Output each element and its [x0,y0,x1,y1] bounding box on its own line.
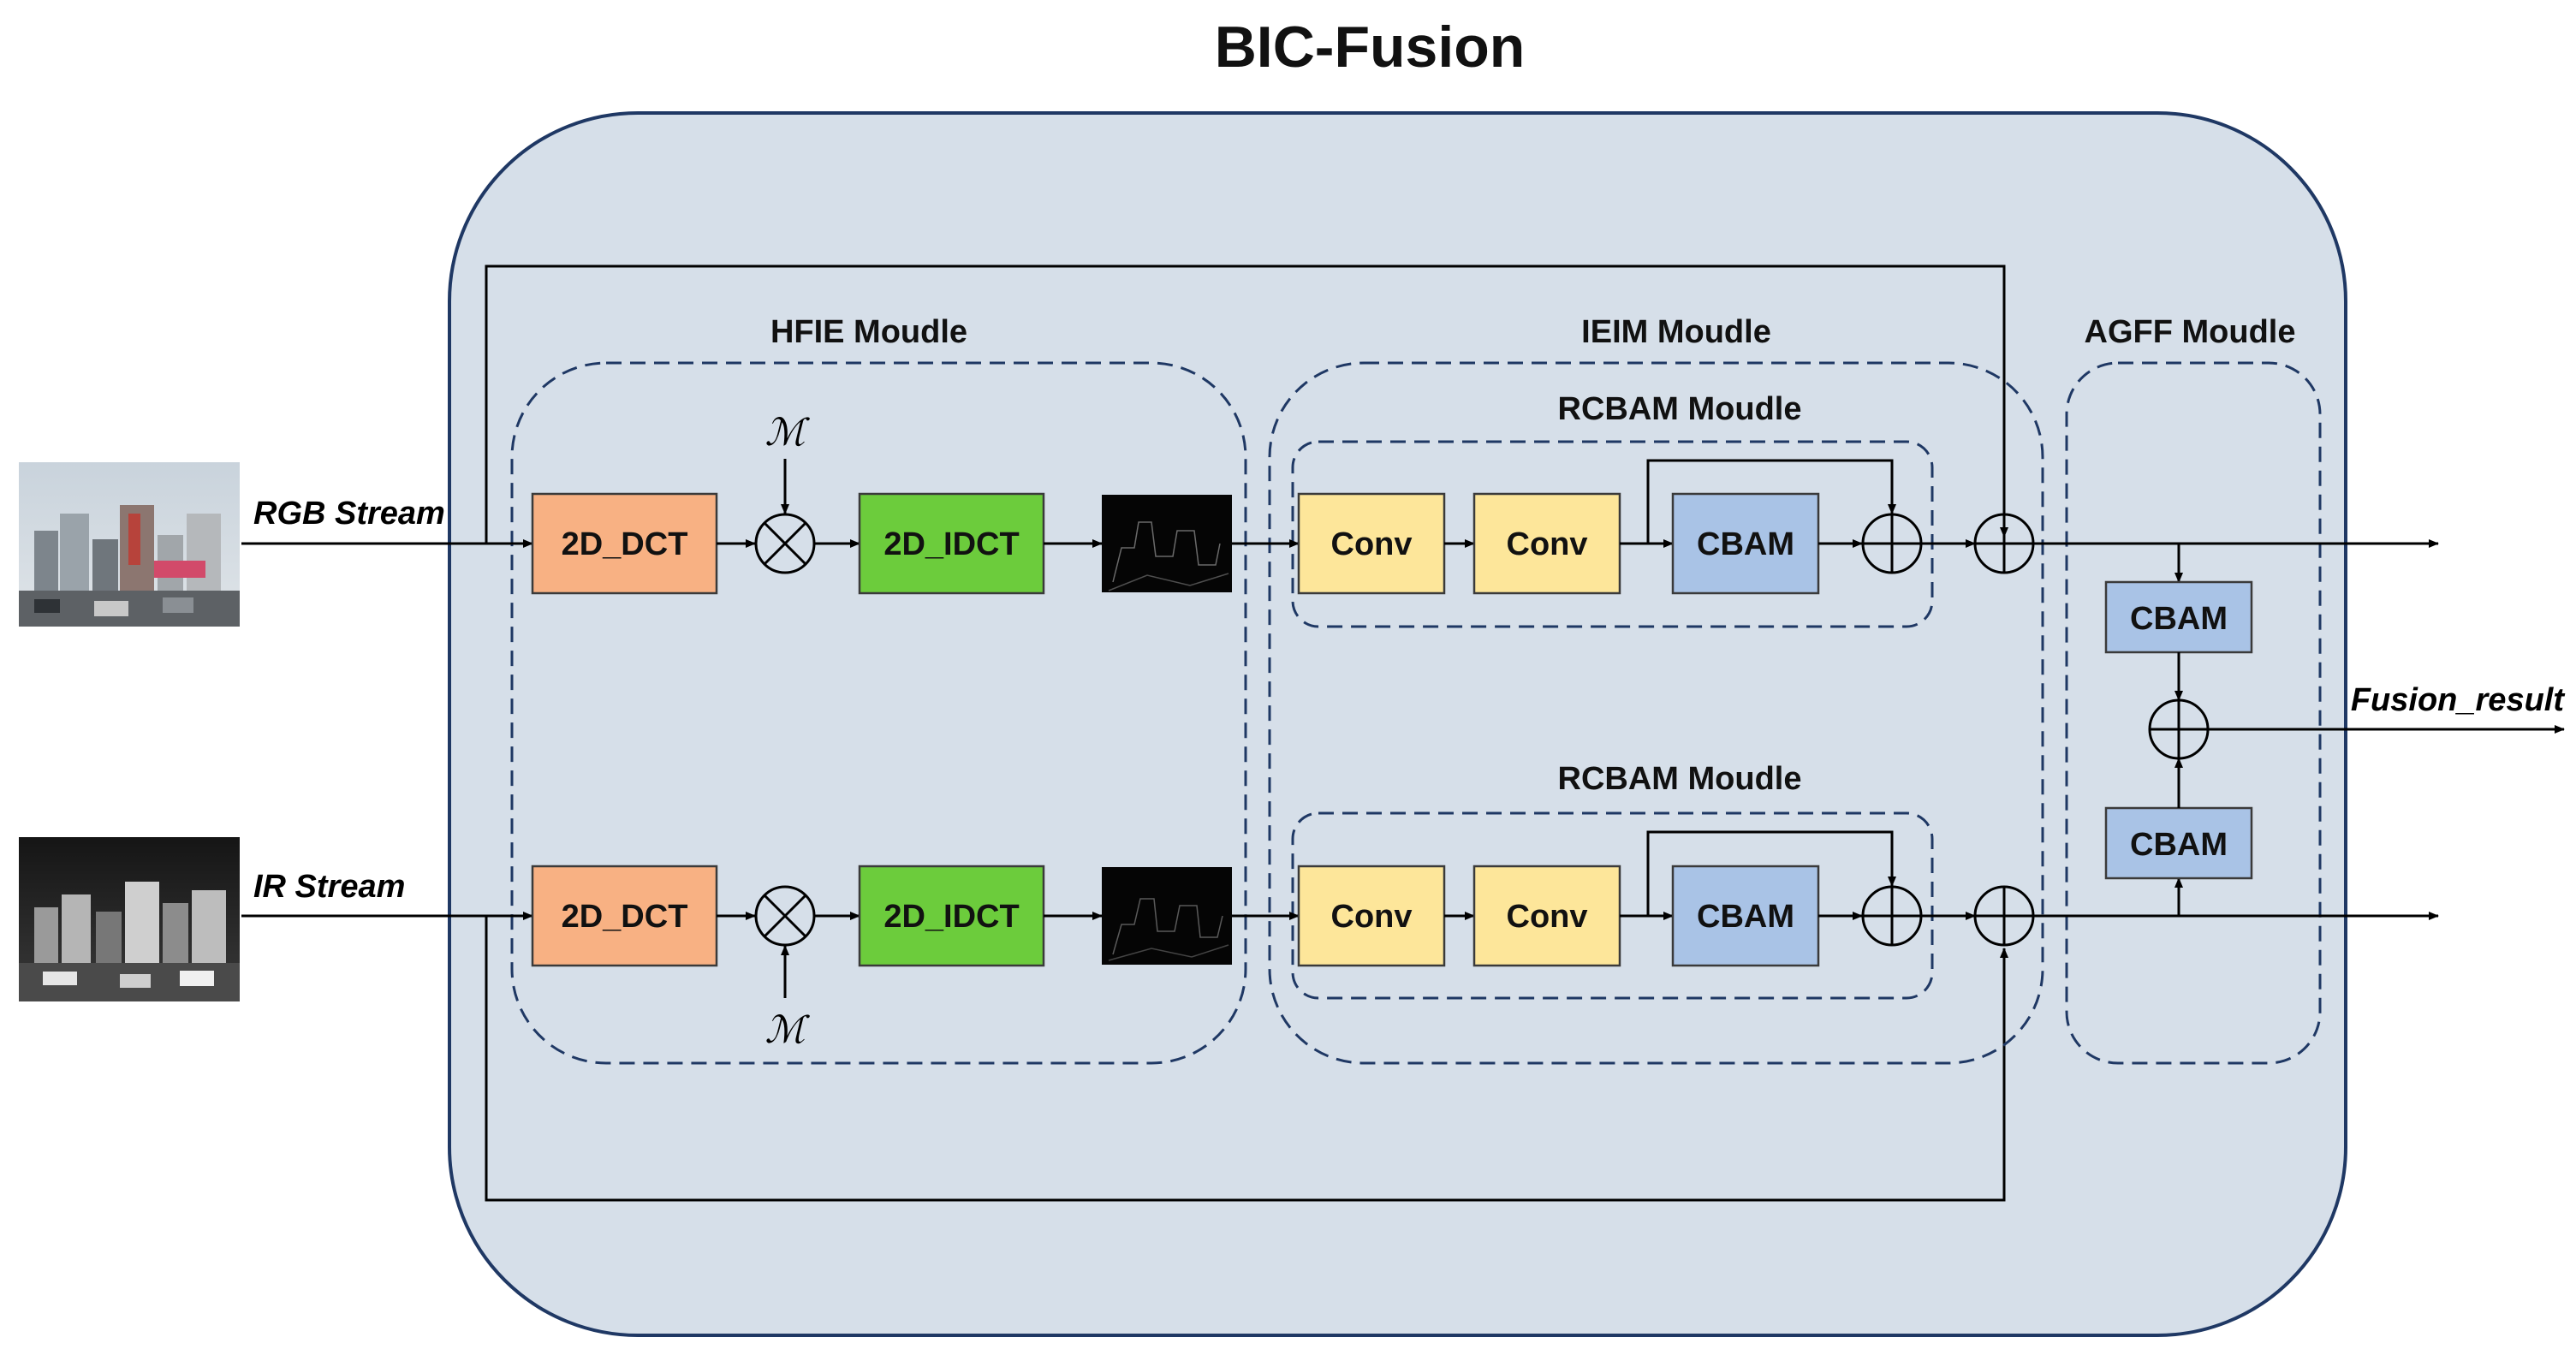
conv-block-top-2 [1472,492,1621,595]
ieim-module-box [1268,361,2044,1065]
rgb-input-thumbnail [19,462,240,627]
ir-stream-label: IR Stream [253,869,405,905]
dct-label-top: 2D_DCT [562,526,688,562]
add-operator-icon [2148,698,2210,760]
agff-cbam-block-top [2104,580,2253,654]
skip-connection-loop-bottom [485,916,2008,1202]
idct-block-bottom [858,865,1045,967]
diagram-title: BIC-Fusion [1215,15,1526,80]
rcbam-module-label-bottom: RCBAM Moudle [1558,761,1802,797]
add-operator-icon [1973,513,2035,574]
idct-label-bottom: 2D_IDCT [883,899,1019,935]
conv-block-bottom-2 [1472,865,1621,967]
add-operator-icon [1861,885,1923,947]
skip-connection-loop [485,264,2008,544]
edge-map-thumbnail [1102,867,1232,965]
rcbam-module-label-top: RCBAM Moudle [1558,391,1802,427]
mask-symbol-top: ℳ [764,412,810,454]
idct-label-top: 2D_IDCT [883,526,1019,562]
rgb-stream-label: RGB Stream [253,496,445,532]
agff-cbam-label-bottom: CBAM [2130,827,2228,863]
conv-label-bottom-1: Conv [1331,899,1413,935]
conv-label-top-2: Conv [1507,526,1588,562]
cbam-label-bottom: CBAM [1697,899,1794,935]
hfie-module-box [510,361,1247,1065]
rcbam-module-box-bottom [1291,811,1934,1000]
mask-symbol-bottom: ℳ [764,1009,810,1051]
fusion-result-label: Fusion_result [2351,682,2565,718]
cbam-block-bottom [1671,865,1820,967]
ir-input-thumbnail [19,837,240,1001]
rcbam-module-box-top [1291,440,1934,628]
cbam-label-top: CBAM [1697,526,1794,562]
dct-block-bottom [531,865,718,967]
edge-map-thumbnail [1102,495,1232,592]
ieim-module-label: IEIM Moudle [1581,314,1771,350]
conv-label-top-1: Conv [1331,526,1413,562]
add-operator-icon [1861,513,1923,574]
agff-cbam-block-bottom [2104,806,2253,880]
conv-block-top-1 [1297,492,1446,595]
hfie-module-label: HFIE Moudle [770,314,967,350]
dct-block-top [531,492,718,595]
agff-module-box [2065,361,2322,1065]
agff-module-label: AGFF Moudle [2085,314,2296,350]
residual-skip-bottom [1646,830,1896,916]
add-operator-icon [1973,885,2035,947]
main-container [448,111,2347,1337]
conv-label-bottom-2: Conv [1507,899,1588,935]
cbam-block-top [1671,492,1820,595]
residual-skip-top [1646,459,1896,544]
agff-cbam-label-top: CBAM [2130,601,2228,637]
dct-label-bottom: 2D_DCT [562,899,688,935]
conv-block-bottom-1 [1297,865,1446,967]
